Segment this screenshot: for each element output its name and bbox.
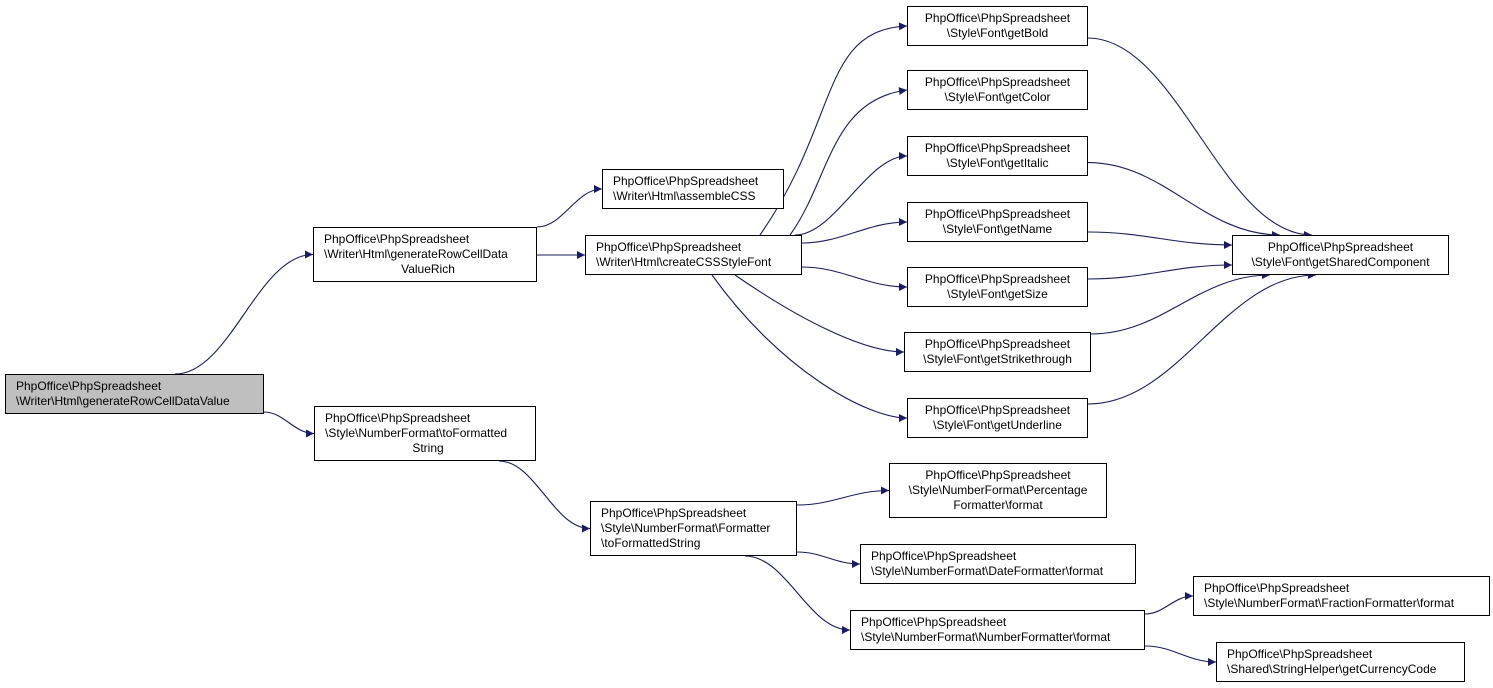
node-line: \Style\Font\getColor bbox=[944, 90, 1051, 104]
node-line: PhpOffice\PhpSpreadsheet bbox=[601, 506, 747, 520]
edge-strike-to-shared bbox=[1090, 271, 1271, 335]
node-create-css-style-font[interactable]: PhpOffice\PhpSpreadsheet \Writer\Html\cr… bbox=[585, 235, 802, 275]
node-line: \Writer\Html\assembleCSS bbox=[613, 189, 756, 203]
node-line: PhpOffice\PhpSpreadsheet bbox=[924, 75, 1071, 89]
node-line: PhpOffice\PhpSpreadsheet bbox=[596, 240, 742, 254]
node-line: Formatter\format bbox=[953, 498, 1043, 512]
node-generate-row-cell-data-value-rich[interactable]: PhpOffice\PhpSpreadsheet \Writer\Html\ge… bbox=[313, 227, 537, 282]
node-line: PhpOffice\PhpSpreadsheet bbox=[925, 468, 1071, 482]
edge-fmtr-to-numfmt bbox=[744, 555, 851, 634]
node-line: \Style\Font\getItalic bbox=[946, 156, 1049, 170]
node-font-get-shared-component[interactable]: PhpOffice\PhpSpreadsheet \Style\Font\get… bbox=[1232, 235, 1449, 275]
node-line: \Style\NumberFormat\FractionFormatter\fo… bbox=[1204, 596, 1455, 610]
edge-cssfont-to-bold bbox=[759, 22, 908, 236]
node-line: PhpOffice\PhpSpreadsheet bbox=[924, 207, 1071, 221]
node-line: ValueRich bbox=[401, 262, 455, 276]
node-line: \Style\NumberFormat\toFormatted bbox=[325, 426, 508, 440]
node-formatter-to-formatted-string[interactable]: PhpOffice\PhpSpreadsheet \Style\NumberFo… bbox=[590, 501, 797, 556]
node-generate-row-cell-data-value[interactable]: PhpOffice\PhpSpreadsheet \Writer\Html\ge… bbox=[5, 374, 264, 414]
edge-root-to-rich bbox=[174, 250, 314, 375]
edge-cssfont-to-color bbox=[789, 87, 908, 236]
node-line: \Writer\Html\generateRowCellDataValue bbox=[16, 394, 230, 408]
node-line: PhpOffice\PhpSpreadsheet bbox=[871, 549, 1017, 563]
node-line: PhpOffice\PhpSpreadsheet bbox=[1204, 581, 1350, 595]
node-line: PhpOffice\PhpSpreadsheet bbox=[924, 11, 1071, 25]
edge-size-to-shared bbox=[1087, 261, 1233, 280]
node-string-helper-get-currency-code[interactable]: PhpOffice\PhpSpreadsheet \Shared\StringH… bbox=[1216, 642, 1465, 682]
node-date-formatter-format[interactable]: PhpOffice\PhpSpreadsheet \Style\NumberFo… bbox=[860, 544, 1136, 584]
node-line: \Style\NumberFormat\NumberFormatter\form… bbox=[861, 630, 1111, 644]
node-line: PhpOffice\PhpSpreadsheet bbox=[1227, 647, 1373, 661]
node-font-get-size[interactable]: PhpOffice\PhpSpreadsheet \Style\Font\get… bbox=[907, 267, 1088, 307]
node-line: PhpOffice\PhpSpreadsheet bbox=[861, 615, 1007, 629]
node-font-get-strikethrough[interactable]: PhpOffice\PhpSpreadsheet \Style\Font\get… bbox=[904, 332, 1091, 372]
node-line: PhpOffice\PhpSpreadsheet bbox=[324, 232, 470, 246]
edge-numfmt-to-fraction bbox=[1144, 592, 1194, 615]
node-line: \Shared\StringHelper\getCurrencyCode bbox=[1227, 662, 1437, 676]
node-font-get-name[interactable]: PhpOffice\PhpSpreadsheet \Style\Font\get… bbox=[907, 202, 1088, 242]
edge-numfmt-to-currency bbox=[1144, 645, 1217, 666]
edge-cssfont-to-size bbox=[801, 266, 908, 291]
node-percentage-formatter-format[interactable]: PhpOffice\PhpSpreadsheet \Style\NumberFo… bbox=[889, 463, 1107, 518]
node-line: \Writer\Html\generateRowCellData bbox=[324, 247, 508, 261]
node-line: PhpOffice\PhpSpreadsheet bbox=[924, 272, 1071, 286]
edge-italic-to-shared bbox=[1087, 162, 1281, 239]
edge-cssfont-to-italic bbox=[794, 152, 908, 236]
node-line: String bbox=[412, 441, 444, 455]
node-assemble-css[interactable]: PhpOffice\PhpSpreadsheet \Writer\Html\as… bbox=[602, 169, 784, 209]
edge-underline-to-shared bbox=[1087, 271, 1317, 405]
node-line: \Style\Font\getUnderline bbox=[933, 418, 1062, 432]
edge-rich-to-assemble bbox=[536, 185, 603, 228]
edge-name-to-shared bbox=[1087, 231, 1233, 249]
node-font-get-italic[interactable]: PhpOffice\PhpSpreadsheet \Style\Font\get… bbox=[907, 136, 1088, 176]
edge-cssfont-to-name bbox=[801, 218, 908, 244]
node-line: \Style\NumberFormat\DateFormatter\format bbox=[871, 564, 1104, 578]
node-fraction-formatter-format[interactable]: PhpOffice\PhpSpreadsheet \Style\NumberFo… bbox=[1193, 576, 1490, 616]
node-line: \Style\Font\getStrikethrough bbox=[923, 352, 1072, 366]
node-number-format-to-formatted-string[interactable]: PhpOffice\PhpSpreadsheet \Style\NumberFo… bbox=[314, 406, 536, 461]
node-line: \Style\Font\getName bbox=[942, 222, 1053, 236]
node-number-formatter-format[interactable]: PhpOffice\PhpSpreadsheet \Style\NumberFo… bbox=[850, 610, 1145, 650]
node-line: \Style\Font\getSize bbox=[947, 287, 1048, 301]
node-line: PhpOffice\PhpSpreadsheet bbox=[1267, 240, 1414, 254]
node-font-get-bold[interactable]: PhpOffice\PhpSpreadsheet \Style\Font\get… bbox=[907, 6, 1088, 46]
node-font-get-color[interactable]: PhpOffice\PhpSpreadsheet \Style\Font\get… bbox=[907, 70, 1088, 110]
node-line: \Style\NumberFormat\Percentage bbox=[908, 483, 1088, 497]
node-line: PhpOffice\PhpSpreadsheet bbox=[924, 337, 1071, 351]
node-line: \Writer\Html\createCSSStyleFont bbox=[596, 255, 772, 269]
node-line: PhpOffice\PhpSpreadsheet bbox=[16, 379, 162, 393]
edge-root-to-tofmt bbox=[263, 411, 315, 438]
node-line: PhpOffice\PhpSpreadsheet bbox=[613, 174, 759, 188]
node-line: PhpOffice\PhpSpreadsheet bbox=[325, 411, 471, 425]
node-line: PhpOffice\PhpSpreadsheet bbox=[924, 403, 1071, 417]
node-line: PhpOffice\PhpSpreadsheet bbox=[924, 141, 1071, 155]
node-line: \Style\Font\getBold bbox=[946, 26, 1049, 40]
node-line: \Style\Font\getSharedComponent bbox=[1251, 255, 1430, 269]
edge-tofmt-to-fmtr bbox=[498, 460, 591, 533]
edge-cssfont-to-strike bbox=[734, 274, 905, 356]
edge-fmtr-to-date bbox=[796, 551, 861, 568]
node-font-get-underline[interactable]: PhpOffice\PhpSpreadsheet \Style\Font\get… bbox=[907, 398, 1088, 438]
edge-fmtr-to-percent bbox=[796, 486, 890, 506]
edge-bold-to-shared bbox=[1087, 37, 1313, 239]
node-line: \toFormattedString bbox=[601, 536, 701, 550]
node-line: \Style\NumberFormat\Formatter bbox=[601, 521, 771, 535]
edge-cssfont-to-underline bbox=[711, 274, 908, 422]
